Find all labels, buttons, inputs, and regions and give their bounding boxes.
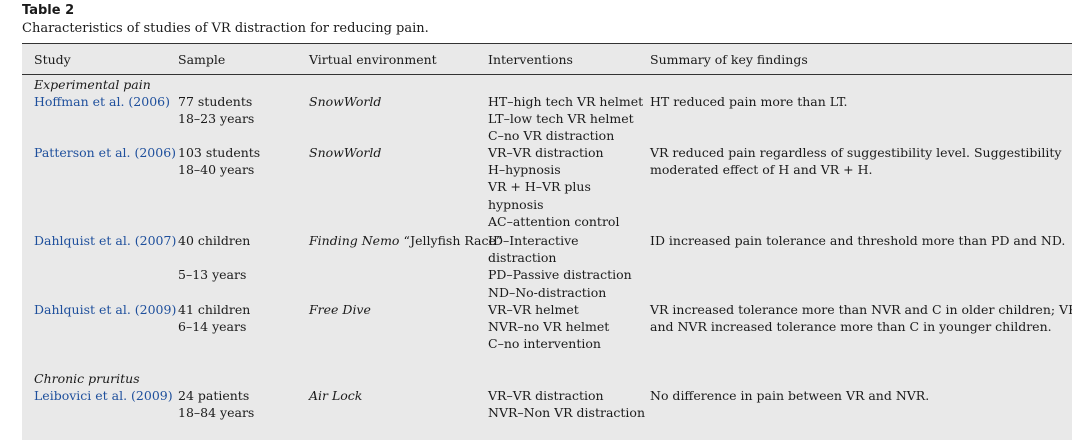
study-hoffman-2006[interactable]: Hoffman et al. (2006): [34, 94, 170, 109]
study-leibovici-2009[interactable]: Leibovici et al. (2009): [34, 388, 173, 403]
table-header-rule: [22, 74, 1072, 75]
header-study: Study: [34, 52, 71, 67]
findings-cell: VR reduced pain regardless of suggestibi…: [650, 145, 1062, 178]
header-sample: Sample: [178, 52, 226, 67]
section-title-chronic-pruritus: Chronic pruritus: [34, 371, 140, 386]
environment-cell: SnowWorld: [309, 94, 382, 109]
study-dahlquist-2007[interactable]: Dahlquist et al. (2007): [34, 233, 177, 248]
environment-cell: Finding Nemo “Jellyfish Race”: [309, 233, 503, 248]
findings-cell: No difference in pain between VR and NVR…: [650, 388, 930, 403]
interventions-cell: VR–VR helmet NVR–no VR helmet C–no inter…: [488, 302, 610, 352]
findings-cell: ID increased pain tolerance and threshol…: [650, 233, 1066, 248]
table-caption: Characteristics of studies of VR distrac…: [22, 21, 429, 36]
sample-cell: 103 students 18–40 years: [178, 145, 261, 178]
table-caption-block: Table 2 Characteristics of studies of VR…: [22, 2, 429, 38]
interventions-cell: VR–VR distraction H–hypnosis VR + H–VR p…: [488, 145, 620, 229]
sample-cell: 41 children 6–14 years: [178, 302, 251, 335]
interventions-cell: HT–high tech VR helmet LT–low tech VR he…: [488, 94, 644, 144]
table-top-rule: [22, 43, 1072, 44]
header-interventions: Interventions: [488, 52, 573, 67]
table-label: Table 2: [22, 3, 75, 18]
interventions-cell: VR–VR distraction NVR–Non VR distraction: [488, 388, 645, 421]
section-title-experimental-pain: Experimental pain: [34, 77, 151, 92]
environment-cell: SnowWorld: [309, 145, 382, 160]
table: Study Sample Virtual environment Interve…: [22, 43, 1072, 440]
findings-cell: HT reduced pain more than LT.: [650, 94, 848, 109]
study-patterson-2006[interactable]: Patterson et al. (2006): [34, 145, 177, 160]
interventions-cell: ID–Interactive distraction PD–Passive di…: [488, 233, 632, 300]
environment-cell: Air Lock: [309, 388, 363, 403]
sample-cell: 40 children 5–13 years: [178, 233, 251, 283]
sample-cell: 77 students 18–23 years: [178, 94, 255, 127]
sample-cell: 24 patients 18–84 years: [178, 388, 255, 421]
header-findings: Summary of key findings: [650, 52, 808, 67]
study-dahlquist-2009[interactable]: Dahlquist et al. (2009): [34, 302, 177, 317]
environment-cell: Free Dive: [309, 302, 371, 317]
findings-cell: VR increased tolerance more than NVR and…: [650, 302, 1072, 335]
header-environment: Virtual environment: [309, 52, 437, 67]
